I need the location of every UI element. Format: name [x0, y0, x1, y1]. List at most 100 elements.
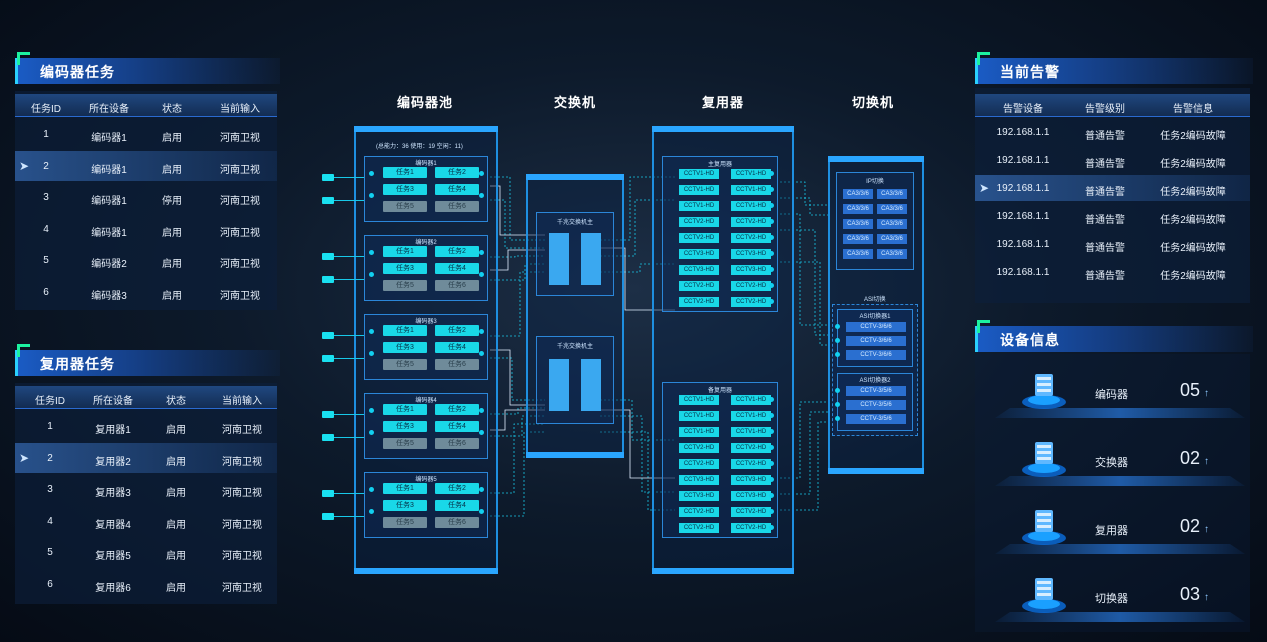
mux-channel[interactable]: CCTV1-HD [731, 201, 771, 211]
asi-channel[interactable]: CCTV-3/6/6 [846, 350, 906, 360]
encoder-task[interactable]: 任务3 [383, 184, 427, 195]
mux-channel[interactable]: CCTV1-HD [731, 395, 771, 405]
encoder-task[interactable]: 任务1 [383, 483, 427, 494]
mux-channel[interactable]: CCTV3-HD [679, 249, 719, 259]
mux-channel[interactable]: CCTV3-HD [731, 249, 771, 259]
encoder-task[interactable]: 任务6 [435, 280, 479, 291]
encoder-task[interactable]: 任务3 [383, 263, 427, 274]
mux-channel[interactable]: CCTV2-HD [679, 443, 719, 453]
mux-channel[interactable]: CCTV1-HD [679, 395, 719, 405]
encoder-task[interactable]: 任务4 [435, 421, 479, 432]
mux-channel[interactable]: CCTV1-HD [679, 427, 719, 437]
mux-channel[interactable]: CCTV3-HD [679, 475, 719, 485]
mux-channel[interactable]: CCTV3-HD [731, 475, 771, 485]
encoder-task[interactable]: 任务1 [383, 404, 427, 415]
mux-channel[interactable]: CCTV1-HD [731, 411, 771, 421]
encoder-task[interactable]: 任务6 [435, 438, 479, 449]
encoder-task[interactable]: 任务3 [383, 500, 427, 511]
mux-channel[interactable]: CCTV2-HD [679, 281, 719, 291]
encoder-task[interactable]: 任务3 [383, 421, 427, 432]
encoder-task[interactable]: 任务2 [435, 483, 479, 494]
asi-channel[interactable]: CCTV-3/5/6 [846, 386, 906, 396]
mux-channel[interactable]: CCTV1-HD [731, 169, 771, 179]
encoder-task[interactable]: 任务2 [435, 325, 479, 336]
mux-channel[interactable]: CCTV1-HD [679, 411, 719, 421]
mux-channel[interactable]: CCTV2-HD [731, 233, 771, 243]
asi-channel[interactable]: CCTV-3/6/6 [846, 322, 906, 332]
mux-channel[interactable]: CCTV2-HD [731, 281, 771, 291]
encoder-task[interactable]: 任务5 [383, 517, 427, 528]
ip-channel[interactable]: CA3/3/6 [843, 249, 873, 259]
mux-channel[interactable]: CCTV1-HD [731, 427, 771, 437]
encoder-task[interactable]: 任务6 [435, 517, 479, 528]
encoder-task[interactable]: 任务2 [435, 246, 479, 257]
ip-channel[interactable]: CA3/3/6 [843, 189, 873, 199]
mux-channel[interactable]: CCTV1-HD [679, 201, 719, 211]
asi-channel[interactable]: CCTV-3/5/6 [846, 400, 906, 410]
mux-channel[interactable]: CCTV2-HD [731, 297, 771, 307]
mux-channel[interactable]: CCTV2-HD [679, 459, 719, 469]
encoder-task[interactable]: 任务5 [383, 359, 427, 370]
encoder-task[interactable]: 任务5 [383, 438, 427, 449]
mux-channel[interactable]: CCTV2-HD [731, 443, 771, 453]
mux-channel[interactable]: CCTV3-HD [679, 265, 719, 275]
mux-channel[interactable]: CCTV2-HD [731, 523, 771, 533]
encoder-task[interactable]: 任务2 [435, 167, 479, 178]
ip-channel[interactable]: CA3/3/6 [877, 249, 907, 259]
encoder-task[interactable]: 任务5 [383, 280, 427, 291]
mux-channel[interactable]: CCTV2-HD [679, 523, 719, 533]
encoder-task[interactable]: 任务2 [435, 404, 479, 415]
mux-channel[interactable]: CCTV3-HD [679, 491, 719, 501]
mux-channel[interactable]: CCTV3-HD [731, 265, 771, 275]
mux-channel[interactable]: CCTV2-HD [731, 459, 771, 469]
encoder-task[interactable]: 任务4 [435, 184, 479, 195]
ip-channel[interactable]: CA3/3/6 [843, 204, 873, 214]
asi-channel[interactable]: CCTV-3/5/6 [846, 414, 906, 424]
ip-channel[interactable]: CA3/3/6 [843, 219, 873, 229]
ip-channel[interactable]: CA3/3/6 [877, 219, 907, 229]
mux-channel[interactable]: CCTV2-HD [679, 507, 719, 517]
mux-channel[interactable]: CCTV2-HD [679, 217, 719, 227]
asi-channel[interactable]: CCTV-3/6/6 [846, 336, 906, 346]
ip-channel[interactable]: CA3/3/6 [877, 234, 907, 244]
mux-channel[interactable]: CCTV1-HD [679, 185, 719, 195]
ip-channel[interactable]: CA3/3/6 [843, 234, 873, 244]
encoder-task[interactable]: 任务1 [383, 167, 427, 178]
encoder-task[interactable]: 任务4 [435, 342, 479, 353]
encoder-task[interactable]: 任务6 [435, 201, 479, 212]
mux-channel[interactable]: CCTV2-HD [679, 233, 719, 243]
mux-channel[interactable]: CCTV1-HD [731, 185, 771, 195]
mux-channel[interactable]: CCTV2-HD [731, 507, 771, 517]
encoder-task[interactable]: 任务4 [435, 263, 479, 274]
mux-channel[interactable]: CCTV2-HD [731, 217, 771, 227]
encoder-task[interactable]: 任务1 [383, 246, 427, 257]
encoder-task[interactable]: 任务3 [383, 342, 427, 353]
mux-channel[interactable]: CCTV2-HD [679, 297, 719, 307]
encoder-task[interactable]: 任务6 [435, 359, 479, 370]
mux-channel[interactable]: CCTV1-HD [679, 169, 719, 179]
encoder-task[interactable]: 任务5 [383, 201, 427, 212]
encoder-task[interactable]: 任务1 [383, 325, 427, 336]
